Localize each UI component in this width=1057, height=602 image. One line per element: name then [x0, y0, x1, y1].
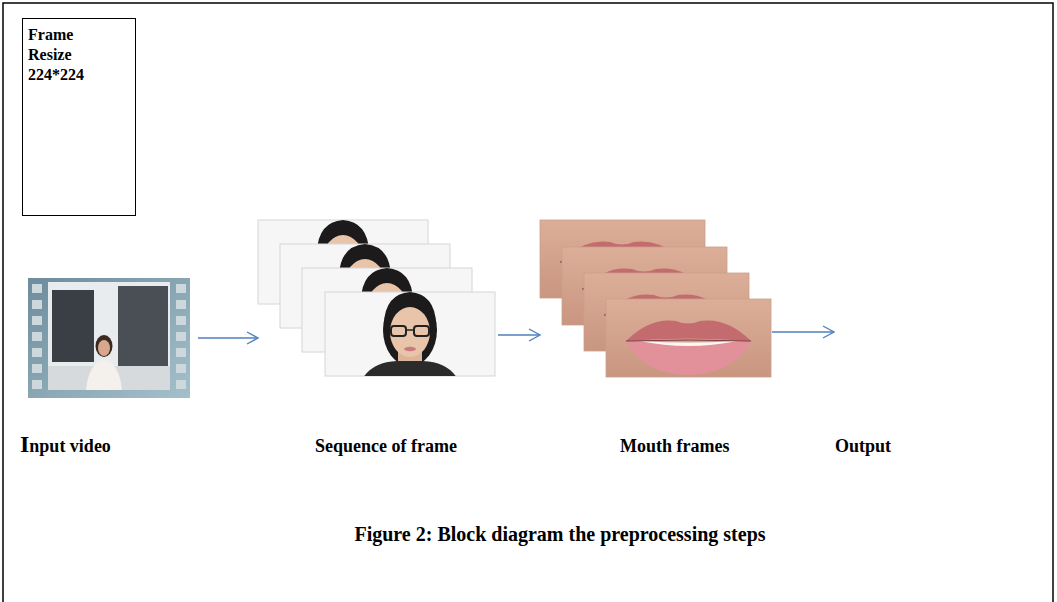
figure-border	[3, 3, 1053, 602]
flow-arrow	[772, 331, 834, 332]
input-stage: Input video	[18, 278, 198, 463]
face-frame-stack	[258, 220, 495, 378]
mouth-stage: Mouth frames	[540, 220, 772, 463]
stage-label: Mouth frames	[620, 435, 729, 457]
output-stage: Output	[834, 300, 904, 463]
box-label: Frame Resize 224*224	[28, 25, 100, 85]
figure-caption: Figure 2: Block diagram the preprocessin…	[230, 521, 890, 547]
flow-arrow	[498, 334, 540, 335]
stage-label: Sequence of frame	[315, 435, 457, 457]
stage-label: Input video	[20, 433, 111, 457]
process-box: Frame Resize 224*224	[22, 18, 136, 216]
frames-stage: Sequence of frame	[258, 220, 498, 463]
flow-arrow	[198, 337, 258, 338]
mouth-frame-stack	[540, 220, 771, 377]
stage-label: Output	[835, 435, 891, 457]
video-thumbnail	[28, 278, 190, 398]
